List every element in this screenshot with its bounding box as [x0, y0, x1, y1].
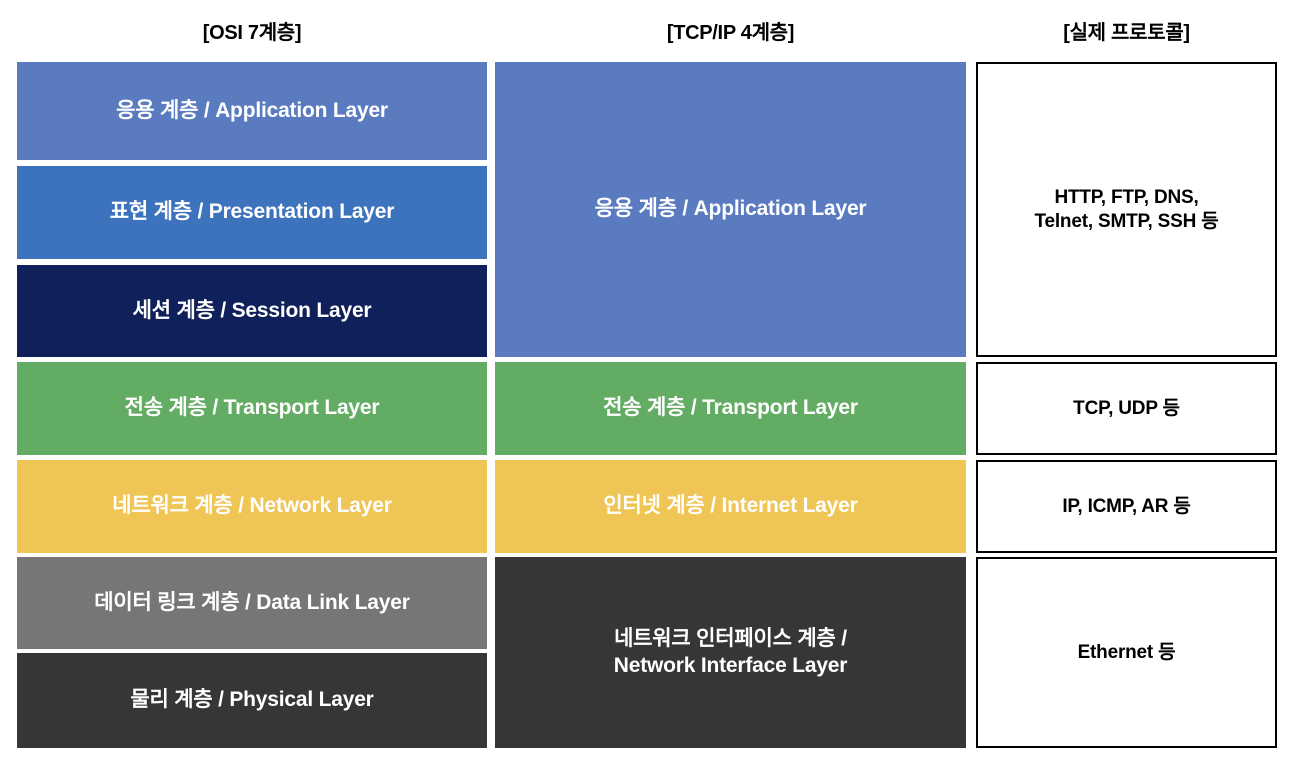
tcpip-layer-network-interface-label: 네트워크 인터페이스 계층 / Network Interface Layer — [608, 626, 854, 679]
protocol-transport-line1: TCP, UDP 등 — [1073, 397, 1180, 419]
column-header-osi: [OSI 7계층] — [202, 22, 302, 44]
tcpip-layer-internet-label: 인터넷 계층 / Internet Layer — [603, 494, 858, 518]
protocol-box-application: HTTP, FTP, DNS, Telnet, SMTP, SSH 등 — [976, 62, 1277, 357]
column-header-protocol: [실제 프로토콜] — [1063, 22, 1190, 44]
osi-layer-presentation: 표현 계층 / Presentation Layer — [17, 166, 487, 259]
tcpip-layer-transport-label: 전송 계층 / Transport Layer — [603, 396, 858, 420]
tcpip-layer-transport: 전송 계층 / Transport Layer — [495, 362, 966, 455]
column-header-tcpip: [TCP/IP 4계층] — [666, 22, 795, 44]
tcpip-layer-network-interface-label-line1: 네트워크 인터페이스 계층 / — [614, 627, 847, 651]
protocol-application-line2: Telnet, SMTP, SSH 등 — [1034, 210, 1219, 232]
osi-layer-session: 세션 계층 / Session Layer — [17, 265, 487, 357]
osi-layer-presentation-label: 표현 계층 / Presentation Layer — [109, 200, 395, 224]
osi-layer-network: 네트워크 계층 / Network Layer — [17, 460, 487, 553]
protocol-box-transport: TCP, UDP 등 — [976, 362, 1277, 455]
osi-layer-transport-label: 전송 계층 / Transport Layer — [124, 396, 380, 420]
osi-layer-application: 응용 계층 / Application Layer — [17, 62, 487, 160]
osi-layer-physical-label: 물리 계층 / Physical Layer — [130, 688, 374, 712]
osi-layer-session-label: 세션 계층 / Session Layer — [132, 298, 372, 322]
osi-layer-transport: 전송 계층 / Transport Layer — [17, 362, 487, 455]
tcpip-layer-internet: 인터넷 계층 / Internet Layer — [495, 460, 966, 553]
protocol-box-network-interface: Ethernet 등 — [976, 557, 1277, 748]
tcpip-layer-application-label: 응용 계층 / Application Layer — [594, 197, 867, 221]
protocol-network-interface-line1: Ethernet 등 — [1077, 641, 1176, 663]
protocol-internet-line1: IP, ICMP, AR 등 — [1062, 495, 1191, 517]
protocol-box-internet: IP, ICMP, AR 등 — [976, 460, 1277, 553]
osi-layer-data-link: 데이터 링크 계층 / Data Link Layer — [17, 557, 487, 649]
osi-layer-application-label: 응용 계층 / Application Layer — [116, 98, 388, 122]
osi-layer-network-label: 네트워크 계층 / Network Layer — [112, 494, 392, 518]
tcpip-layer-network-interface-label-line2: Network Interface Layer — [613, 653, 848, 677]
tcpip-layer-network-interface: 네트워크 인터페이스 계층 / Network Interface Layer — [495, 557, 966, 748]
protocol-box-application-text: HTTP, FTP, DNS, Telnet, SMTP, SSH 등 — [1028, 186, 1224, 234]
osi-layer-data-link-label: 데이터 링크 계층 / Data Link Layer — [94, 590, 410, 614]
protocol-application-line1: HTTP, FTP, DNS, — [1054, 186, 1199, 208]
osi-layer-physical: 물리 계층 / Physical Layer — [17, 653, 487, 748]
tcpip-layer-application: 응용 계층 / Application Layer — [495, 62, 966, 357]
